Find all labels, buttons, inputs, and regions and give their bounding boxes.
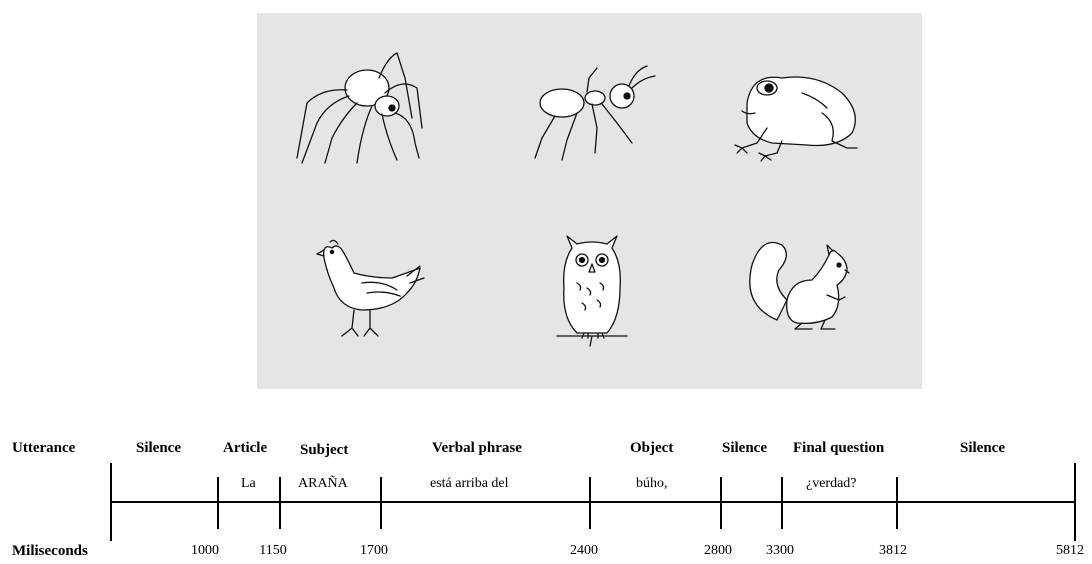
utterance-label: Utterance — [12, 440, 75, 457]
segment-word: ¿verdad? — [806, 476, 857, 492]
timeline-end-tick — [1074, 463, 1076, 541]
segment-word: ARAÑA — [298, 476, 348, 492]
segment-category: Subject — [300, 442, 348, 459]
ms-value: 2800 — [704, 543, 732, 559]
timeline-tick — [380, 477, 382, 529]
ms-value: 2400 — [570, 543, 598, 559]
timeline-tick — [279, 477, 281, 529]
squirrel-icon — [737, 225, 877, 345]
ms-value: 1000 — [191, 543, 219, 559]
picture-panel — [257, 13, 922, 389]
segment-category: Verbal phrase — [432, 440, 522, 457]
frog-icon — [727, 53, 867, 173]
segment-category: Object — [630, 440, 673, 457]
timeline-axis — [111, 501, 1076, 503]
ms-value: 3812 — [879, 543, 907, 559]
milliseconds-label: Miliseconds — [12, 543, 88, 560]
segment-word: búho, — [636, 476, 668, 492]
segment-category: Silence — [722, 440, 767, 457]
owl-icon — [522, 228, 662, 348]
timeline-tick — [720, 477, 722, 529]
timeline-tick — [217, 477, 219, 529]
segment-category: Final question — [793, 440, 884, 457]
segment-word: está arriba del — [430, 476, 509, 492]
ms-value: 3300 — [766, 543, 794, 559]
timeline-tick — [589, 477, 591, 529]
segment-category: Article — [223, 440, 267, 457]
hen-icon — [292, 228, 432, 348]
segment-word: La — [241, 476, 256, 492]
timeline-start-tick — [110, 463, 112, 541]
timeline-tick — [896, 477, 898, 529]
ant-icon — [517, 48, 657, 168]
ms-value: 5812 — [1056, 543, 1084, 559]
timeline-tick — [781, 477, 783, 529]
spider-icon — [287, 48, 427, 168]
segment-category: Silence — [136, 440, 181, 457]
ms-value: 1150 — [259, 543, 286, 559]
ms-value: 1700 — [360, 543, 388, 559]
segment-category: Silence — [960, 440, 1005, 457]
